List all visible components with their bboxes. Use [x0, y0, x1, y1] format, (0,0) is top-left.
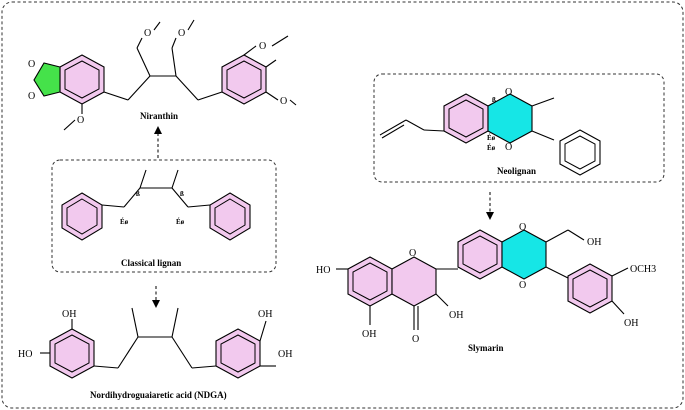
- arrowhead-down-slymarin: [486, 212, 494, 220]
- slymarin-dioxane-o1: O: [519, 222, 526, 233]
- neolignan-right-benzene: [559, 129, 601, 176]
- niranthin-o3: O: [77, 115, 84, 126]
- ndga-ho: HO: [18, 349, 32, 360]
- slymarin-carbonyl-o: O: [412, 334, 419, 345]
- slymarin-oh-ch2: OH: [587, 237, 601, 248]
- classical-alpha-1: Éø: [120, 218, 129, 226]
- niranthin-right-benzene: [221, 54, 267, 105]
- niranthin-structure: [33, 19, 297, 131]
- niranthin-o6: O: [259, 41, 266, 52]
- slymarin-right-benzene: [567, 263, 613, 314]
- classical-lignan-structure: [61, 169, 251, 241]
- slymarin-ho: HO: [316, 265, 330, 276]
- classical-left-benzene: [61, 192, 103, 241]
- classical-beta-1: ß: [136, 190, 140, 198]
- slymarin-dioxane-ring: [501, 229, 547, 280]
- niranthin-o7: O: [280, 96, 287, 107]
- classical-beta-2: ß: [180, 190, 184, 198]
- ndga-oh-2: OH: [258, 309, 272, 320]
- classical-lignan-label: Classical lignan: [121, 258, 181, 268]
- slymarin-middle-benzene: [457, 229, 503, 280]
- slymarin-ring-o1: O: [409, 248, 416, 259]
- arrowhead-down-ndga: [152, 300, 160, 308]
- slymarin-structure: [336, 229, 629, 330]
- neolignan-alpha-1: Éø: [487, 134, 496, 142]
- niranthin-o5: O: [178, 28, 185, 39]
- neolignan-alpha-2: Éø: [487, 144, 496, 152]
- niranthin-o1: O: [28, 91, 35, 102]
- slymarin-och3: OCH3: [630, 264, 656, 275]
- slymarin-ring-c: [391, 256, 437, 307]
- neolignan-left-benzene: [443, 93, 489, 144]
- niranthin-o2: O: [28, 59, 35, 70]
- neolignan-structure: [379, 93, 601, 176]
- neolignan-beta: ß: [492, 96, 496, 104]
- niranthin-left-benzene: [59, 54, 105, 105]
- ndga-right-benzene: [215, 328, 261, 379]
- neolignan-o2: O: [505, 142, 512, 153]
- slymarin-ring-a: [347, 256, 393, 307]
- niranthin-o4: O: [144, 28, 151, 39]
- neolignan-label: Neolignan: [497, 166, 536, 176]
- slymarin-oh-3: OH: [449, 310, 463, 321]
- neolignan-box: [373, 73, 665, 183]
- ndga-oh-3: OH: [278, 349, 292, 360]
- niranthin-dioxole-ring: [33, 62, 61, 97]
- classical-right-benzene: [209, 192, 251, 241]
- slymarin-label: Slymarin: [468, 343, 504, 353]
- arrowhead-up: [154, 126, 162, 134]
- ndga-oh-1: OH: [62, 309, 76, 320]
- ndga-structure: [40, 307, 276, 379]
- ndga-left-benzene: [49, 328, 95, 379]
- classical-alpha-2: Éø: [176, 218, 185, 226]
- ndga-label: Nordihydroguaiaretic acid (NDGA): [90, 390, 227, 400]
- neolignan-o1: O: [505, 87, 512, 98]
- slymarin-dioxane-o2: O: [519, 280, 526, 291]
- slymarin-oh-a: OH: [362, 329, 376, 340]
- slymarin-oh-4: OH: [624, 318, 638, 329]
- niranthin-label: Niranthin: [140, 111, 178, 121]
